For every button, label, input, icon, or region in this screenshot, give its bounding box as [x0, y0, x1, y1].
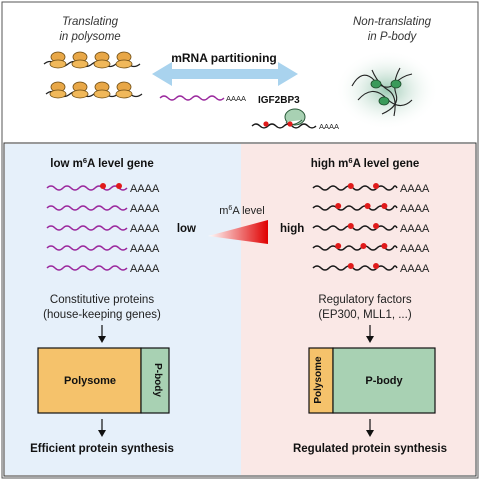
ribosome	[93, 51, 111, 69]
high-m6a-mrna-polya: AAAA	[400, 203, 430, 215]
high-m6a-mrna: AAAA	[312, 223, 430, 235]
m6a-mark	[116, 183, 122, 189]
ribosome	[49, 51, 67, 69]
m6a-mark	[287, 121, 293, 127]
right-pbody-region	[332, 347, 436, 414]
low-m6a-mrna-list: AAAA AAAA AAAA AAAA AAAA	[46, 183, 160, 275]
bound-mrna: AAAA	[251, 121, 339, 131]
left-category-line2: (house-keeping genes)	[43, 309, 161, 321]
ribosome	[115, 51, 133, 69]
gradient-low-label: low	[177, 223, 196, 235]
high-m6a-mrna-polya: AAAA	[400, 223, 430, 235]
m6a-mark	[347, 183, 354, 189]
non-translating-title-line1: Non-translating	[353, 16, 432, 28]
right-panel-title: high m6A level gene	[311, 156, 420, 170]
left-polysome-region	[37, 347, 142, 414]
m6a-mark	[381, 243, 388, 249]
m6a-mark	[364, 203, 371, 209]
right-outcome: Regulated protein synthesis	[293, 443, 447, 455]
right-arrow-down-2	[366, 419, 374, 437]
right-localization-box: Polysome P-body	[308, 347, 436, 414]
left-arrow-down-1	[98, 325, 106, 343]
translating-title-line1: Translating	[62, 16, 119, 28]
high-m6a-mrna-polya: AAAA	[400, 243, 430, 255]
ribosome-row-upper	[49, 51, 133, 69]
high-m6a-mrna-list: AAAA AAAA AAAA AAAA AAAA	[312, 183, 430, 275]
left-localization-box: Polysome P-body	[37, 347, 170, 414]
m6a-mark	[381, 203, 388, 209]
m6a-mark	[347, 263, 354, 269]
non-translating-title-line2: in P-body	[368, 31, 418, 43]
low-m6a-mrna: AAAA	[46, 223, 160, 235]
gradient-label: m6A level	[219, 205, 265, 217]
right-category-line2: (EP300, MLL1, ...)	[318, 309, 411, 321]
low-m6a-mrna-polya: AAAA	[130, 183, 160, 195]
low-m6a-mrna-polya: AAAA	[130, 243, 160, 255]
gradient-high-label: high	[280, 223, 304, 235]
bottom-panel-frame	[3, 142, 477, 477]
ribosome	[71, 51, 89, 69]
translating-title-line2: in polysome	[59, 31, 120, 43]
m6a-mark	[263, 121, 269, 127]
partition-double-arrow	[152, 62, 298, 86]
low-m6a-mrna-polya: AAAA	[130, 203, 160, 215]
partition-label: mRNA partitioning	[171, 51, 277, 65]
middle-mrna: AAAA	[159, 94, 246, 103]
low-m6a-mrna: AAAA	[46, 203, 160, 215]
m6a-mark	[373, 183, 379, 189]
high-m6a-mrna: AAAA	[312, 263, 430, 275]
high-m6a-mrna: AAAA	[312, 243, 430, 255]
m6a-gradient-wedge	[208, 220, 268, 244]
left-panel-bg	[5, 144, 241, 475]
left-pbody-label: P-body	[152, 363, 163, 397]
low-m6a-mrna: AAAA	[46, 263, 160, 275]
right-category-line1: Regulatory factors	[318, 294, 412, 306]
ribosome	[49, 81, 67, 99]
m6a-mark	[360, 243, 367, 249]
low-m6a-mrna: AAAA	[46, 243, 160, 255]
bound-mrna-polya: AAAA	[319, 122, 339, 131]
igf2bp3-label: IGF2BP3	[258, 95, 300, 106]
ribosome-row-lower	[49, 81, 133, 99]
low-m6a-mrna-polya: AAAA	[130, 223, 160, 235]
m6a-mark	[347, 223, 354, 229]
m6a-mark	[100, 183, 106, 189]
right-arrow-down-1	[366, 325, 374, 343]
left-pbody-region	[140, 347, 170, 414]
right-panel-bg	[241, 144, 475, 475]
m6a-mark	[335, 203, 342, 209]
high-m6a-mrna: AAAA	[312, 203, 430, 215]
left-panel-title: low m6A level gene	[50, 156, 153, 170]
right-pbody-label: P-body	[365, 375, 403, 387]
low-m6a-mrna: AAAA	[46, 183, 160, 195]
ribosome	[115, 81, 133, 99]
high-m6a-mrna: AAAA	[312, 183, 430, 195]
m6a-mark	[373, 263, 379, 269]
m6a-mark	[373, 223, 379, 229]
middle-mrna-polya: AAAA	[226, 94, 246, 103]
left-polysome-label: Polysome	[64, 375, 116, 387]
high-m6a-mrna-polya: AAAA	[400, 263, 430, 275]
polysome-illustration	[43, 51, 143, 99]
right-polysome-label: Polysome	[313, 356, 324, 404]
top-section: Translating in polysome Non-translating …	[43, 16, 439, 131]
ribosome	[71, 81, 89, 99]
left-arrow-down-2	[98, 419, 106, 437]
pbody-illustration	[335, 50, 439, 130]
m6a-mark	[335, 243, 342, 249]
low-m6a-mrna-polya: AAAA	[130, 263, 160, 275]
high-m6a-mrna-polya: AAAA	[400, 183, 430, 195]
left-category-line1: Constitutive proteins	[50, 294, 154, 306]
left-outcome: Efficient protein synthesis	[30, 443, 174, 455]
right-polysome-region	[308, 347, 334, 414]
ribosome	[93, 81, 111, 99]
